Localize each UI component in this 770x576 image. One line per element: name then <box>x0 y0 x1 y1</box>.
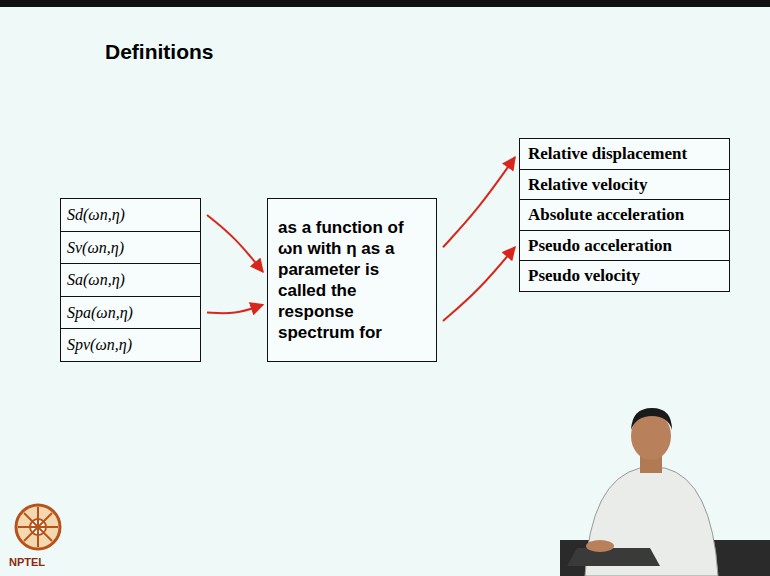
red-arrow <box>207 215 263 272</box>
box-text: Pseudo velocity <box>520 261 729 291</box>
spectrum-symbol-box: Spa(ωn,η) <box>60 296 201 330</box>
box-text: Pseudo acceleration <box>520 231 729 261</box>
spectrum-symbol-box: Sv(ωn,η) <box>60 231 201 265</box>
spectrum-symbol-box: Sa(ωn,η) <box>60 263 201 297</box>
red-arrow <box>443 157 515 247</box>
red-arrow <box>207 305 263 314</box>
spectrum-type-box: Absolute acceleration <box>519 199 730 231</box>
presenter-figure <box>560 408 770 576</box>
spectrum-symbol-box: Sd(ωn,η) <box>60 198 201 232</box>
spectrum-type-box: Pseudo acceleration <box>519 230 730 262</box>
slide-title: Definitions <box>105 40 214 64</box>
box-text: Spv(ωn,η) <box>61 329 200 361</box>
spectrum-type-box: Pseudo velocity <box>519 260 730 292</box>
definition-box: as a function of ωn with η as a paramete… <box>267 198 437 362</box>
box-text: Sd(ωn,η) <box>61 199 200 231</box>
spectrum-symbol-box: Spv(ωn,η) <box>60 328 201 362</box>
red-arrow <box>443 247 515 321</box>
spectrum-type-box: Relative velocity <box>519 169 730 201</box>
box-text: as a function of ωn with η as a paramete… <box>268 209 436 351</box>
nptel-logo <box>16 505 60 549</box>
box-text: Relative displacement <box>520 139 729 169</box>
box-text: Sv(ωn,η) <box>61 232 200 264</box>
spectrum-type-box: Relative displacement <box>519 138 730 170</box>
box-text: Absolute acceleration <box>520 200 729 230</box>
box-text: Relative velocity <box>520 170 729 200</box>
box-text: Sa(ωn,η) <box>61 264 200 296</box>
frame-strip <box>0 0 770 7</box>
box-text: Spa(ωn,η) <box>61 297 200 329</box>
logo-label: NPTEL <box>8 556 46 568</box>
